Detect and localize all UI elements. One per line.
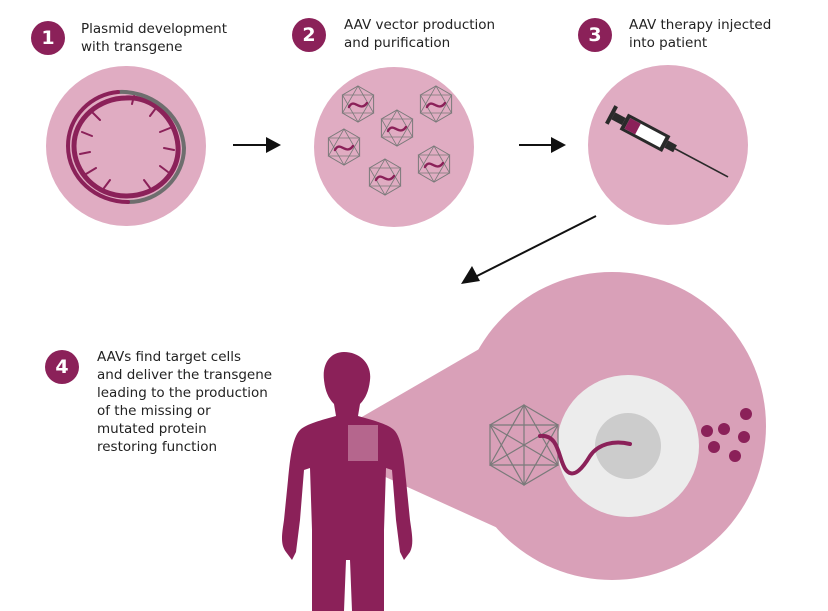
step-1-line: with transgene — [81, 39, 183, 55]
transgene-strand — [538, 433, 632, 476]
step-4-line: and deliver the transgene — [97, 367, 273, 383]
step-4-line: restoring function — [97, 439, 218, 455]
step-4-line: leading to the production — [97, 385, 268, 401]
step-2-number: 2 — [292, 18, 326, 52]
arrow-step-3-to-4 — [461, 215, 597, 284]
syringe-icon — [605, 105, 729, 178]
step-2-line: AAV vector production — [344, 17, 496, 33]
step-1-label: Plasmid development with transgene — [81, 20, 227, 56]
step-4-number: 4 — [45, 350, 79, 384]
arrow-step-2-to-3 — [519, 137, 566, 153]
cell-nucleus — [595, 413, 661, 479]
protein-dot-icon — [701, 408, 752, 462]
step-4-line: of the missing or — [97, 403, 211, 419]
step-3-label: AAV therapy injected into patient — [629, 16, 771, 52]
human-silhouette-icon — [282, 352, 413, 611]
step-1-number: 1 — [31, 21, 65, 55]
step-3-line: AAV therapy injected — [629, 17, 772, 33]
step-2-circle — [314, 67, 474, 227]
plasmid-dna-icon — [65, 89, 187, 204]
aav-capsid-icon — [488, 403, 560, 487]
step-4-line: mutated protein — [97, 421, 207, 437]
step-1-line: Plasmid development — [81, 21, 228, 37]
step-3-line: into patient — [629, 35, 708, 51]
step-4-line: AAVs find target cells — [97, 349, 242, 365]
step-2-line: and purification — [344, 35, 451, 51]
step-2-label: AAV vector production and purification — [344, 16, 495, 52]
step-3-number: 3 — [578, 18, 612, 52]
zoom-region-marker — [348, 425, 378, 461]
arrow-step-1-to-2 — [233, 137, 281, 153]
step-4-label: AAVs find target cells and deliver the t… — [97, 348, 272, 456]
